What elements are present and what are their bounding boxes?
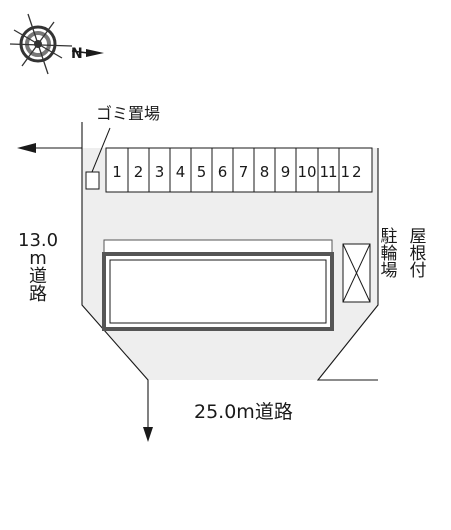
bicycle-char-1: 駐 (380, 227, 398, 247)
left-road-width: 13.0 (18, 230, 59, 251)
building-inner (109, 259, 327, 324)
roof-char-3: 付 (409, 261, 427, 281)
garbage-leader-line (91, 127, 111, 173)
parking-slot-9: 9 (281, 163, 291, 181)
compass-north-label: N (71, 46, 83, 62)
bottom-road-label: 25.0m道路 (194, 401, 293, 423)
parking-slot-1: 1 (112, 163, 122, 181)
building-outline (103, 239, 333, 255)
roof-char-2: 根 (409, 244, 427, 264)
parking-slot-10: 10 (298, 163, 317, 181)
left-road-label: 13.0 m 道 路 (18, 232, 58, 304)
road-arrow-left (17, 143, 82, 153)
building (102, 252, 334, 331)
left-road-char-2: 路 (29, 284, 47, 305)
bicycle-char-3: 場 (380, 261, 398, 281)
bicycle-parking-label: 駐 輪 場 (377, 229, 401, 280)
left-road-char-1: 道 (29, 266, 47, 287)
roof-char-1: 屋 (409, 227, 427, 247)
parking-slot-6: 6 (218, 163, 228, 181)
garbage-area-label: ゴミ置場 (96, 104, 161, 123)
road-arrow-bottom (143, 427, 153, 442)
parking-slot-5: 5 (197, 163, 207, 181)
parking-slot-3: 3 (155, 163, 165, 181)
compass-icon: N (9, 13, 104, 75)
parking-slot-8: 8 (260, 163, 270, 181)
lot-boundary (81, 122, 379, 428)
bicycle-char-2: 輪 (380, 244, 398, 264)
parking-slot-4: 4 (176, 163, 186, 181)
parking-slot-2: 2 (134, 163, 144, 181)
parking-slot-12: 12 (341, 163, 362, 181)
parking-slot-11: 11 (320, 163, 338, 181)
parking-row (105, 147, 373, 193)
garbage-box (85, 171, 100, 190)
roof-label: 屋 根 付 (406, 229, 430, 280)
left-road-unit: m (29, 248, 47, 269)
bicycle-parking-box (342, 243, 371, 303)
parking-slot-7: 7 (239, 163, 249, 181)
